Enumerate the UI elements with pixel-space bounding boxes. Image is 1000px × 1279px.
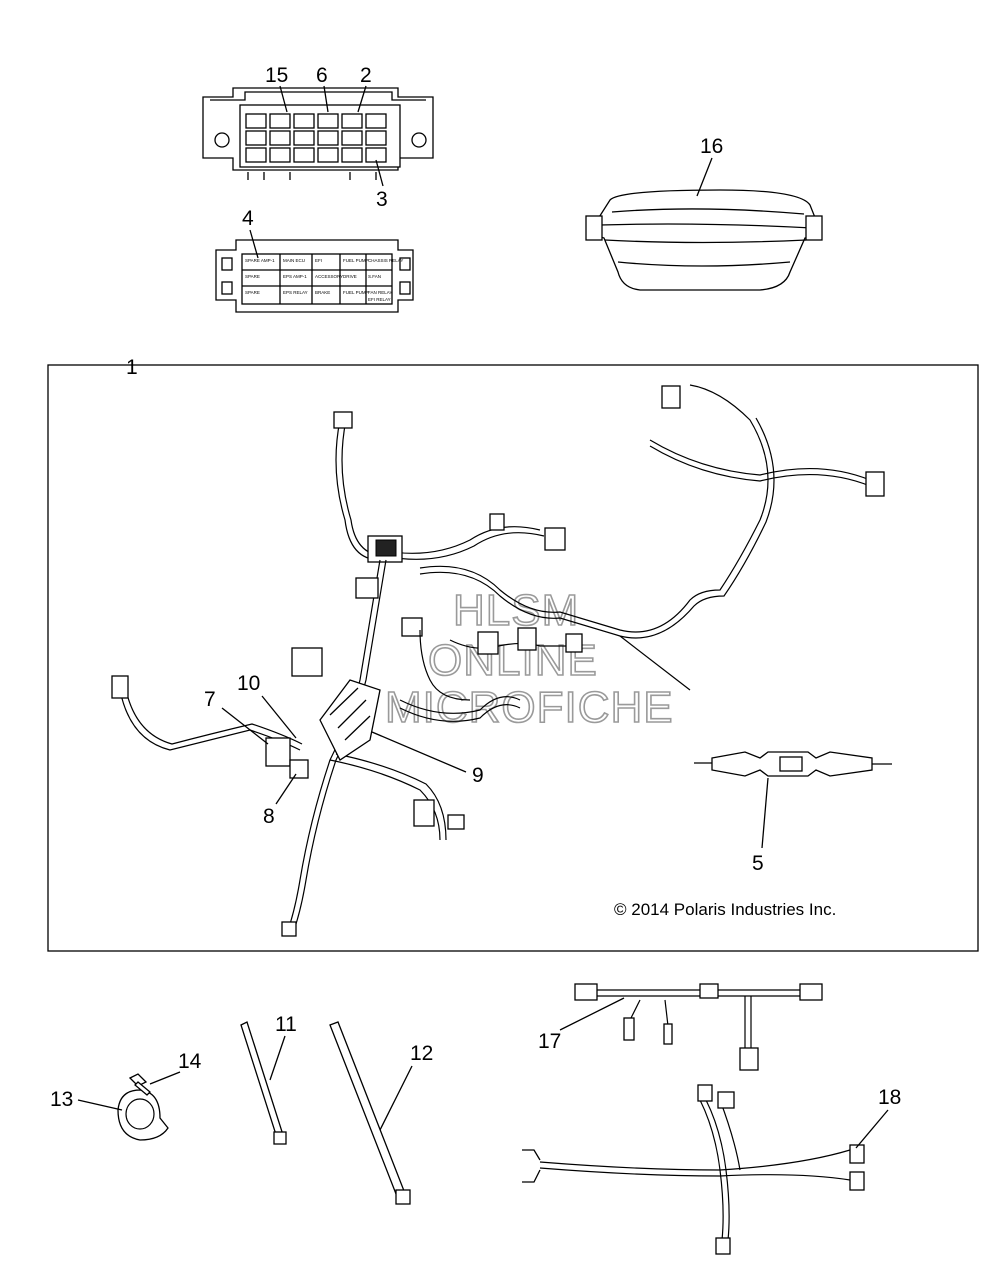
- callout-12: 12: [410, 1042, 433, 1065]
- cable-tie-short: [240, 1021, 287, 1145]
- callout-13: 13: [50, 1088, 73, 1111]
- cover-label-3: EFI: [315, 258, 322, 263]
- cover-label-8: ACCESSORY: [315, 274, 343, 279]
- screw: [128, 1073, 151, 1096]
- callouts: 15 6 2 3 4 16 1 10 7 9 8 5 17 18 11 12 1…: [50, 64, 901, 1149]
- fuse-box-cover: SPARE AMP-1 MAIN ECU EFI FUEL PUMP CHASS…: [215, 239, 414, 313]
- callout-3: 3: [376, 188, 388, 211]
- cover-label-11: SPARE: [245, 290, 260, 295]
- cover-label-2: MAIN ECU: [283, 258, 305, 263]
- callout-17: 17: [538, 1030, 561, 1053]
- callout-5: 5: [752, 852, 764, 875]
- fuse-box-top-view: [202, 87, 434, 180]
- callout-16: 16: [700, 135, 723, 158]
- main-harness-frame: [47, 364, 979, 952]
- cover-label-1: SPARE AMP-1: [245, 258, 275, 263]
- cover-label-10: S.FAN: [368, 274, 381, 279]
- cover-label-5: CHASSIS RELAY: [368, 258, 403, 263]
- cover-label-13: BRAKE: [315, 290, 330, 295]
- callout-14: 14: [178, 1050, 202, 1073]
- jumper-harness: [574, 983, 823, 1071]
- cover-label-9: DRIVE: [343, 274, 357, 279]
- callout-8: 8: [263, 805, 275, 828]
- cover-label-12: EPS RELAY: [283, 290, 308, 295]
- main-wiring-harness: [111, 384, 885, 937]
- callout-6: 6: [316, 64, 328, 87]
- callout-4: 4: [242, 207, 254, 230]
- cover-label-6: SPARE: [245, 274, 260, 279]
- callout-11: 11: [275, 1013, 297, 1036]
- fuse-box-lid: [585, 189, 823, 291]
- cover-label-14: FUEL PUMP: [343, 290, 369, 295]
- cover-label-15: FAN RELAY: [368, 290, 392, 295]
- callout-2: 2: [360, 64, 372, 87]
- callout-10: 10: [237, 672, 260, 695]
- p-clamp: [117, 1089, 169, 1141]
- cover-label-4: FUEL PUMP: [343, 258, 369, 263]
- accessory-harness: [522, 1084, 865, 1255]
- fuse-slot-grid: [245, 113, 387, 163]
- callout-15: 15: [265, 64, 288, 87]
- svg-text:HLSM: HLSM: [453, 586, 579, 635]
- callout-18: 18: [878, 1086, 901, 1109]
- callout-1: 1: [126, 356, 138, 379]
- watermark: HLSM ONLINE MICROFICHE: [384, 585, 674, 733]
- copyright-text: © 2014 Polaris Industries Inc.: [614, 900, 836, 919]
- cover-label-16: EFI RELAY: [368, 297, 391, 302]
- callout-9: 9: [472, 764, 484, 787]
- callout-7: 7: [204, 688, 216, 711]
- svg-text:MICROFICHE: MICROFICHE: [385, 683, 674, 732]
- cable-tie-long: [329, 1021, 411, 1205]
- cover-label-7: EPS AMP-1: [283, 274, 307, 279]
- inline-fuse-holder: [694, 751, 892, 777]
